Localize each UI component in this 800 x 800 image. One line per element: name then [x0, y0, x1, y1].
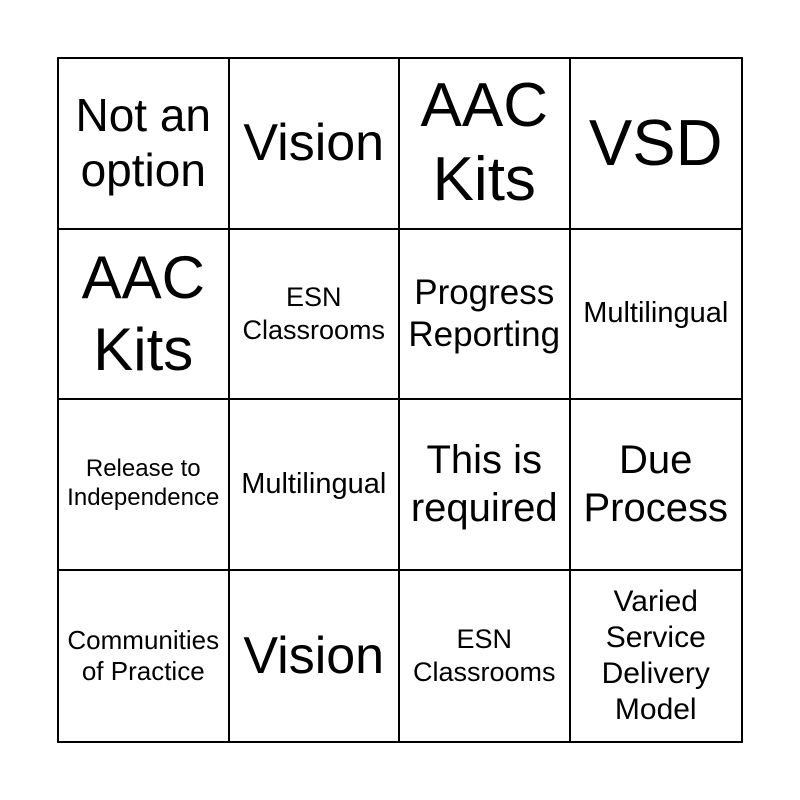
bingo-cell-label: Release to Independence — [67, 455, 220, 512]
bingo-cell-label: Multilingual — [583, 297, 729, 330]
bingo-cell-label: Progress Reporting — [408, 272, 561, 354]
bingo-card-grid: Not an option Vision AAC Kits VSD AAC Ki… — [57, 57, 743, 743]
bingo-cell-r3c3[interactable]: This is required — [400, 400, 571, 571]
bingo-cell-r4c1[interactable]: Communities of Practice — [59, 570, 230, 741]
bingo-cell-label: This is required — [410, 438, 558, 531]
bingo-cell-label: Vision — [243, 626, 385, 685]
bingo-cell-r3c4[interactable]: Due Process — [570, 400, 741, 571]
bingo-cell-label: AAC Kits — [420, 70, 548, 215]
bingo-cell-r2c2[interactable]: ESN Classrooms — [229, 229, 400, 400]
bingo-cell-label: AAC Kits — [81, 243, 205, 383]
bingo-cell-label: Not an option — [75, 89, 212, 197]
bingo-cell-label: ESN Classrooms — [242, 282, 386, 345]
bingo-cell-label: Due Process — [583, 438, 729, 531]
bingo-cell-r3c2[interactable]: Multilingual — [229, 400, 400, 571]
bingo-cell-r1c3[interactable]: AAC Kits — [400, 59, 571, 230]
bingo-cell-label: Vision — [243, 114, 385, 173]
bingo-cell-label: Varied Service Delivery Model — [601, 584, 710, 726]
bingo-cell-label: Communities of Practice — [67, 624, 220, 686]
bingo-cell-r1c4[interactable]: VSD — [570, 59, 741, 230]
bingo-cell-r3c1[interactable]: Release to Independence — [59, 400, 230, 571]
bingo-cell-r2c1[interactable]: AAC Kits — [59, 229, 230, 400]
bingo-cell-r4c2[interactable]: Vision — [229, 570, 400, 741]
bingo-cell-r2c3[interactable]: Progress Reporting — [400, 229, 571, 400]
bingo-cell-label: VSD — [588, 106, 723, 180]
bingo-cell-r1c1[interactable]: Not an option — [59, 59, 230, 230]
bingo-cell-label: Multilingual — [241, 467, 387, 500]
bingo-cell-r4c4[interactable]: Varied Service Delivery Model — [570, 570, 741, 741]
bingo-cell-r2c4[interactable]: Multilingual — [570, 229, 741, 400]
bingo-cell-label: ESN Classrooms — [412, 624, 556, 687]
bingo-cell-r1c2[interactable]: Vision — [229, 59, 400, 230]
bingo-cell-r4c3[interactable]: ESN Classrooms — [400, 570, 571, 741]
